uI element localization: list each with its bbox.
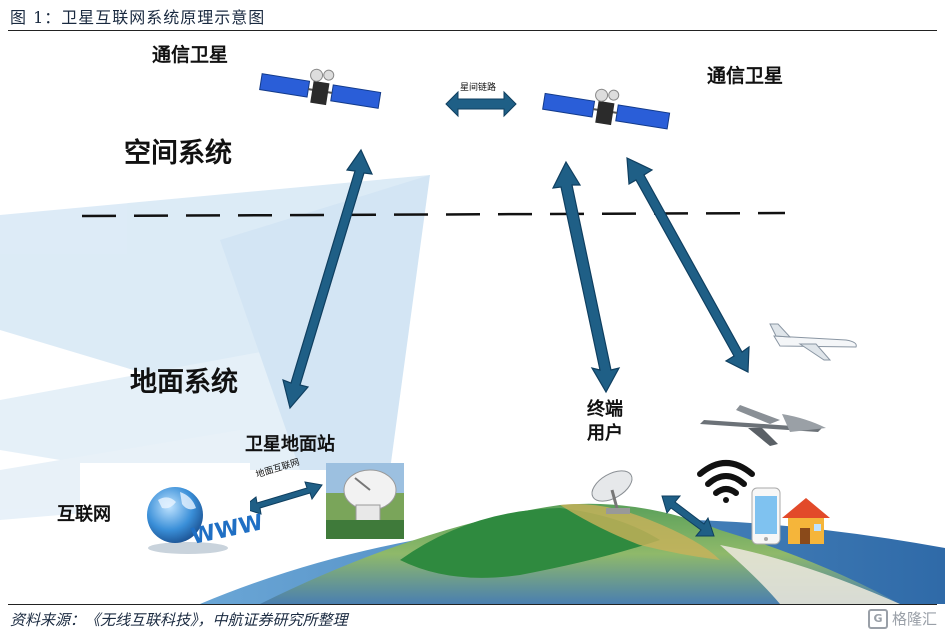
watermark-logo-icon: G xyxy=(867,608,888,629)
globe-www-icon: WWW xyxy=(147,487,265,554)
uplink-arrows xyxy=(282,148,750,410)
watermark-text: 格隆汇 xyxy=(891,610,937,628)
wifi-icon xyxy=(697,460,755,503)
ground-station-label: 卫星地面站 xyxy=(245,434,335,455)
airplane-icon xyxy=(769,323,857,361)
drone-icon xyxy=(700,405,826,446)
satellite-label-left: 通信卫星 xyxy=(152,44,229,66)
earth-surface xyxy=(200,503,945,604)
watermark: G 格隆汇 xyxy=(867,608,937,629)
ground-system-label: 地面系统 xyxy=(130,367,238,398)
background-beams xyxy=(0,175,430,520)
terminal-link-arrow xyxy=(661,495,715,537)
space-ground-divider xyxy=(81,211,786,218)
satellite-icon xyxy=(259,68,382,109)
source-note: 资料来源：《无线互联科技》，中航证券研究所整理 xyxy=(10,611,348,629)
inter-satellite-link-label: 星间链路 xyxy=(460,83,497,93)
bottom-rule xyxy=(8,604,937,605)
space-system-label: 空间系统 xyxy=(124,138,232,169)
inter-satellite-arrow xyxy=(445,90,517,118)
internet-label: 互联网 xyxy=(57,504,111,525)
ground-station-image xyxy=(326,463,404,539)
house-icon xyxy=(782,498,830,544)
top-rule xyxy=(8,30,937,31)
terminal-user-line2: 用户 xyxy=(587,423,623,444)
dish-antenna-icon xyxy=(591,470,633,514)
figure-title: 图 1：卫星互联网系统原理示意图 xyxy=(10,8,266,27)
satellite-label-right: 通信卫星 xyxy=(707,65,784,87)
ground-internet-arrow xyxy=(240,481,323,515)
satellite-icon xyxy=(542,88,671,130)
terminal-user-line1: 终端 xyxy=(587,399,623,420)
smartphone-icon xyxy=(751,487,781,545)
terminal-user-label: 终端 用户 xyxy=(587,398,623,446)
